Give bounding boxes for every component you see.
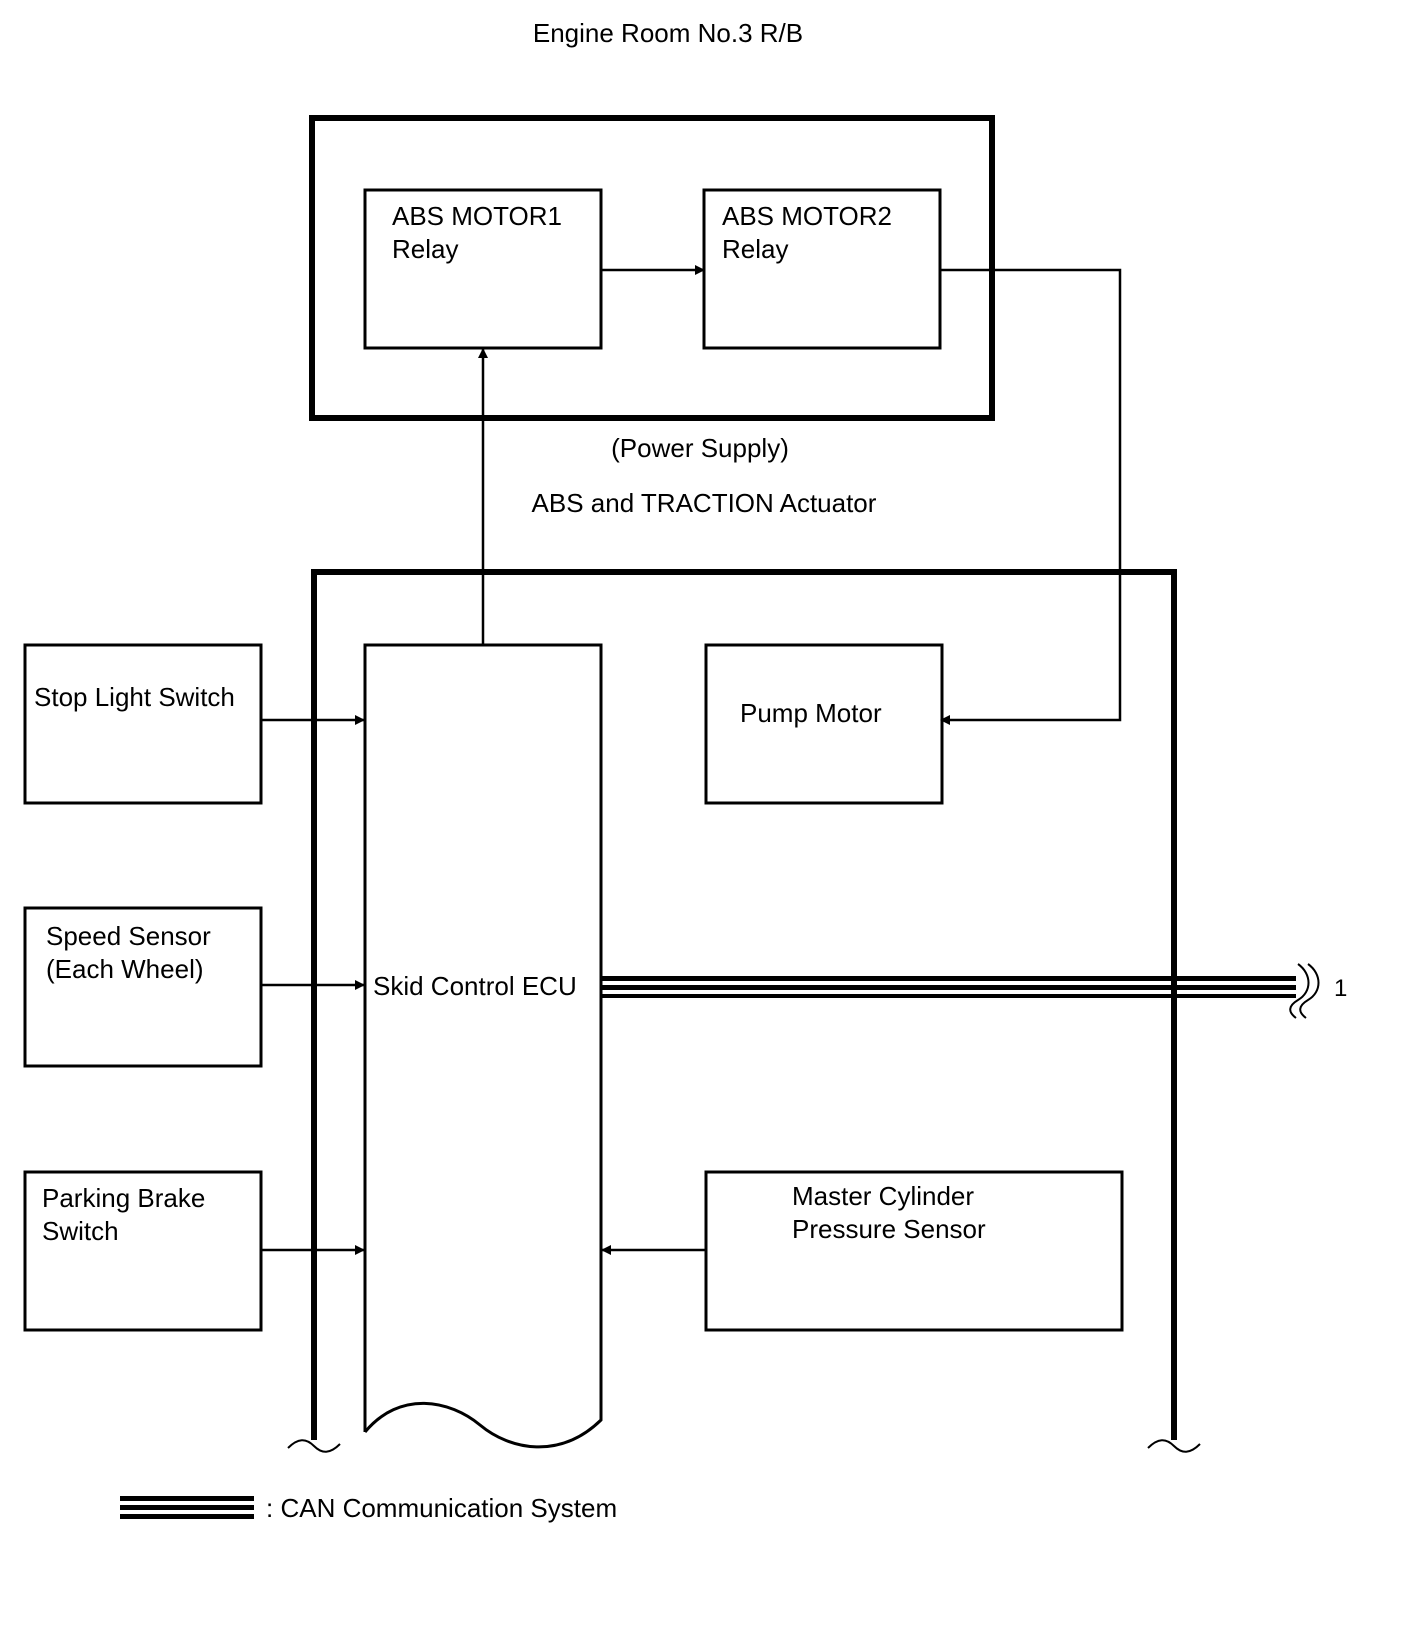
engine-room-box xyxy=(309,115,995,421)
master-cylinder-sensor-label: Master Cylinder Pressure Sensor xyxy=(792,1181,986,1244)
actuator-box xyxy=(311,569,1177,1440)
can-bus-line xyxy=(602,976,1296,998)
can-bus-reference: 1 xyxy=(1334,975,1347,1002)
stop-light-switch-label: Stop Light Switch xyxy=(34,682,235,712)
skid-control-ecu-label: Skid Control ECU xyxy=(373,971,577,1001)
stop-light-switch-box xyxy=(23,643,263,805)
speed-sensor-box xyxy=(23,906,263,1068)
pump-motor-box xyxy=(704,643,944,805)
legend-can-label: : CAN Communication System xyxy=(266,1493,617,1523)
abs-motor1-relay-label: ABS MOTOR1 Relay xyxy=(392,201,569,264)
speed-sensor-label: Speed Sensor (Each Wheel) xyxy=(46,921,218,984)
actuator-title: ABS and TRACTION Actuator xyxy=(532,488,877,518)
parking-brake-switch-label: Parking Brake Switch xyxy=(42,1183,213,1246)
abs-motor2-relay-label: ABS MOTOR2 Relay xyxy=(722,201,899,264)
power-supply-label: (Power Supply) xyxy=(611,433,789,463)
actuator-right-break xyxy=(1147,1439,1201,1453)
pump-motor-label: Pump Motor xyxy=(740,698,882,728)
engine-room-title: Engine Room No.3 R/B xyxy=(533,18,803,48)
skid-control-ecu-box xyxy=(363,643,603,1449)
actuator-left-break xyxy=(287,1439,341,1453)
can-bus-break xyxy=(1289,963,1320,1019)
relay2-to-pump-motor-line xyxy=(940,268,1122,725)
legend-can-symbol xyxy=(120,1496,254,1519)
